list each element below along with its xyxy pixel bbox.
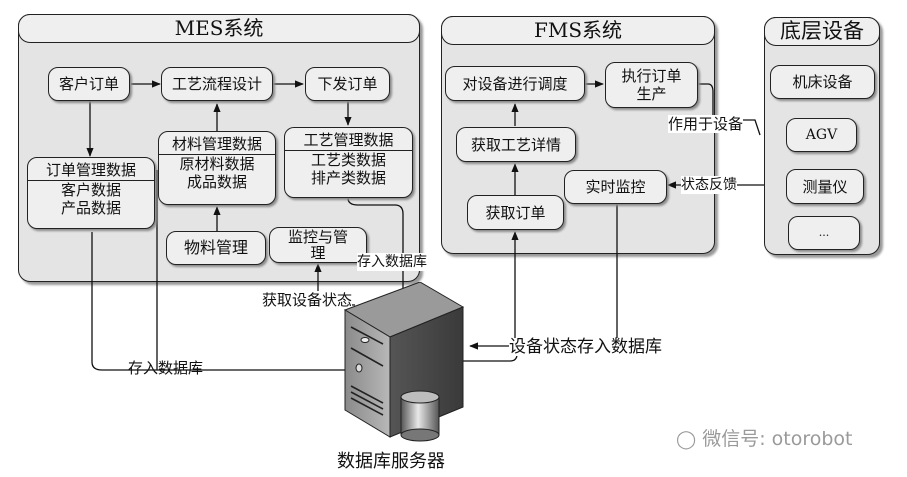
database-server-icon — [343, 282, 465, 442]
node-get-order[interactable]: 获取订单 — [467, 195, 564, 230]
device-more-label: ... — [818, 226, 830, 239]
node-material-data[interactable]: 材料管理数据 原材料数据 成品数据 — [158, 131, 276, 205]
node-material-data-line: 成品数据 — [186, 173, 247, 191]
device-machine-tool-label: 机床设备 — [792, 73, 853, 91]
label-status-feedback: 状态反馈 — [681, 176, 737, 194]
wechat-icon: ◯ — [676, 429, 697, 450]
database-server-label: 数据库服务器 — [337, 451, 445, 472]
label-apply-to-device: 作用于设备 — [668, 115, 744, 133]
node-schedule[interactable]: 对设备进行调度 — [445, 66, 585, 101]
label-store-db-bottom: 存入数据库 — [128, 359, 204, 377]
fms-panel-title: FMS系统 — [441, 16, 715, 45]
watermark-text: 微信号: otorobot — [702, 428, 853, 450]
node-order-data[interactable]: 订单管理数据 客户数据 产品数据 — [27, 157, 155, 229]
node-issue-order[interactable]: 下发订单 — [305, 67, 390, 101]
device-more[interactable]: ... — [788, 216, 860, 250]
label-device-status-store: 设备状态存入数据库 — [509, 337, 662, 357]
node-process-data-header: 工艺管理数据 — [285, 131, 412, 151]
node-customer-order[interactable]: 客户订单 — [48, 67, 130, 101]
node-get-process[interactable]: 获取工艺详情 — [456, 127, 576, 162]
edge-processdata-to-server — [347, 197, 407, 371]
device-machine-tool[interactable]: 机床设备 — [770, 65, 875, 99]
label-get-device-status: 获取设备状态 — [262, 291, 353, 309]
node-get-order-label: 获取订单 — [485, 203, 546, 222]
node-get-process-label: 获取工艺详情 — [470, 135, 561, 154]
device-measuring-instrument[interactable]: 测量仪 — [786, 169, 864, 204]
edge-orderdata-to-server — [91, 232, 399, 374]
node-execute-line: 生产 — [636, 85, 667, 103]
node-material-mgmt-label: 物料管理 — [183, 238, 248, 257]
watermark: ◯ 微信号: otorobot — [676, 424, 853, 451]
node-material-mgmt[interactable]: 物料管理 — [166, 231, 266, 265]
node-realtime-monitor[interactable]: 实时监控 — [564, 170, 667, 204]
label-store-db-top: 存入数据库 — [357, 253, 427, 271]
node-monitor-mgmt[interactable]: 监控与管 理 — [269, 227, 367, 263]
node-process-data-line: 工艺类数据 — [310, 151, 386, 169]
node-material-data-line: 原材料数据 — [179, 155, 255, 173]
node-process-data[interactable]: 工艺管理数据 工艺类数据 排产类数据 — [284, 127, 413, 198]
node-order-data-line: 产品数据 — [60, 199, 121, 217]
device-agv-label: AGV — [805, 127, 838, 143]
edge-execute-to-devices — [697, 83, 761, 136]
node-execute-line: 执行订单 — [621, 67, 682, 85]
node-process-design[interactable]: 工艺流程设计 — [161, 67, 273, 101]
node-customer-order-label: 客户订单 — [58, 75, 119, 93]
device-measuring-instrument-label: 测量仪 — [802, 177, 848, 196]
node-order-data-header: 订单管理数据 — [28, 161, 154, 181]
node-monitor-mgmt-line: 监控与管 — [287, 228, 348, 246]
device-agv[interactable]: AGV — [786, 118, 857, 152]
node-realtime-monitor-label: 实时监控 — [585, 178, 646, 196]
mes-panel-title: MES系统 — [18, 14, 420, 43]
node-material-data-header: 材料管理数据 — [159, 135, 275, 155]
node-issue-order-label: 下发订单 — [317, 75, 378, 93]
node-order-data-line: 客户数据 — [60, 181, 121, 199]
database-cylinder-top — [400, 390, 440, 404]
node-schedule-label: 对设备进行调度 — [462, 74, 568, 93]
node-process-design-label: 工艺流程设计 — [171, 75, 262, 93]
devices-panel-title: 底层设备 — [764, 17, 880, 46]
node-process-data-line: 排产类数据 — [310, 169, 386, 187]
node-monitor-mgmt-line: 理 — [310, 244, 326, 262]
node-execute[interactable]: 执行订单 生产 — [605, 62, 698, 108]
